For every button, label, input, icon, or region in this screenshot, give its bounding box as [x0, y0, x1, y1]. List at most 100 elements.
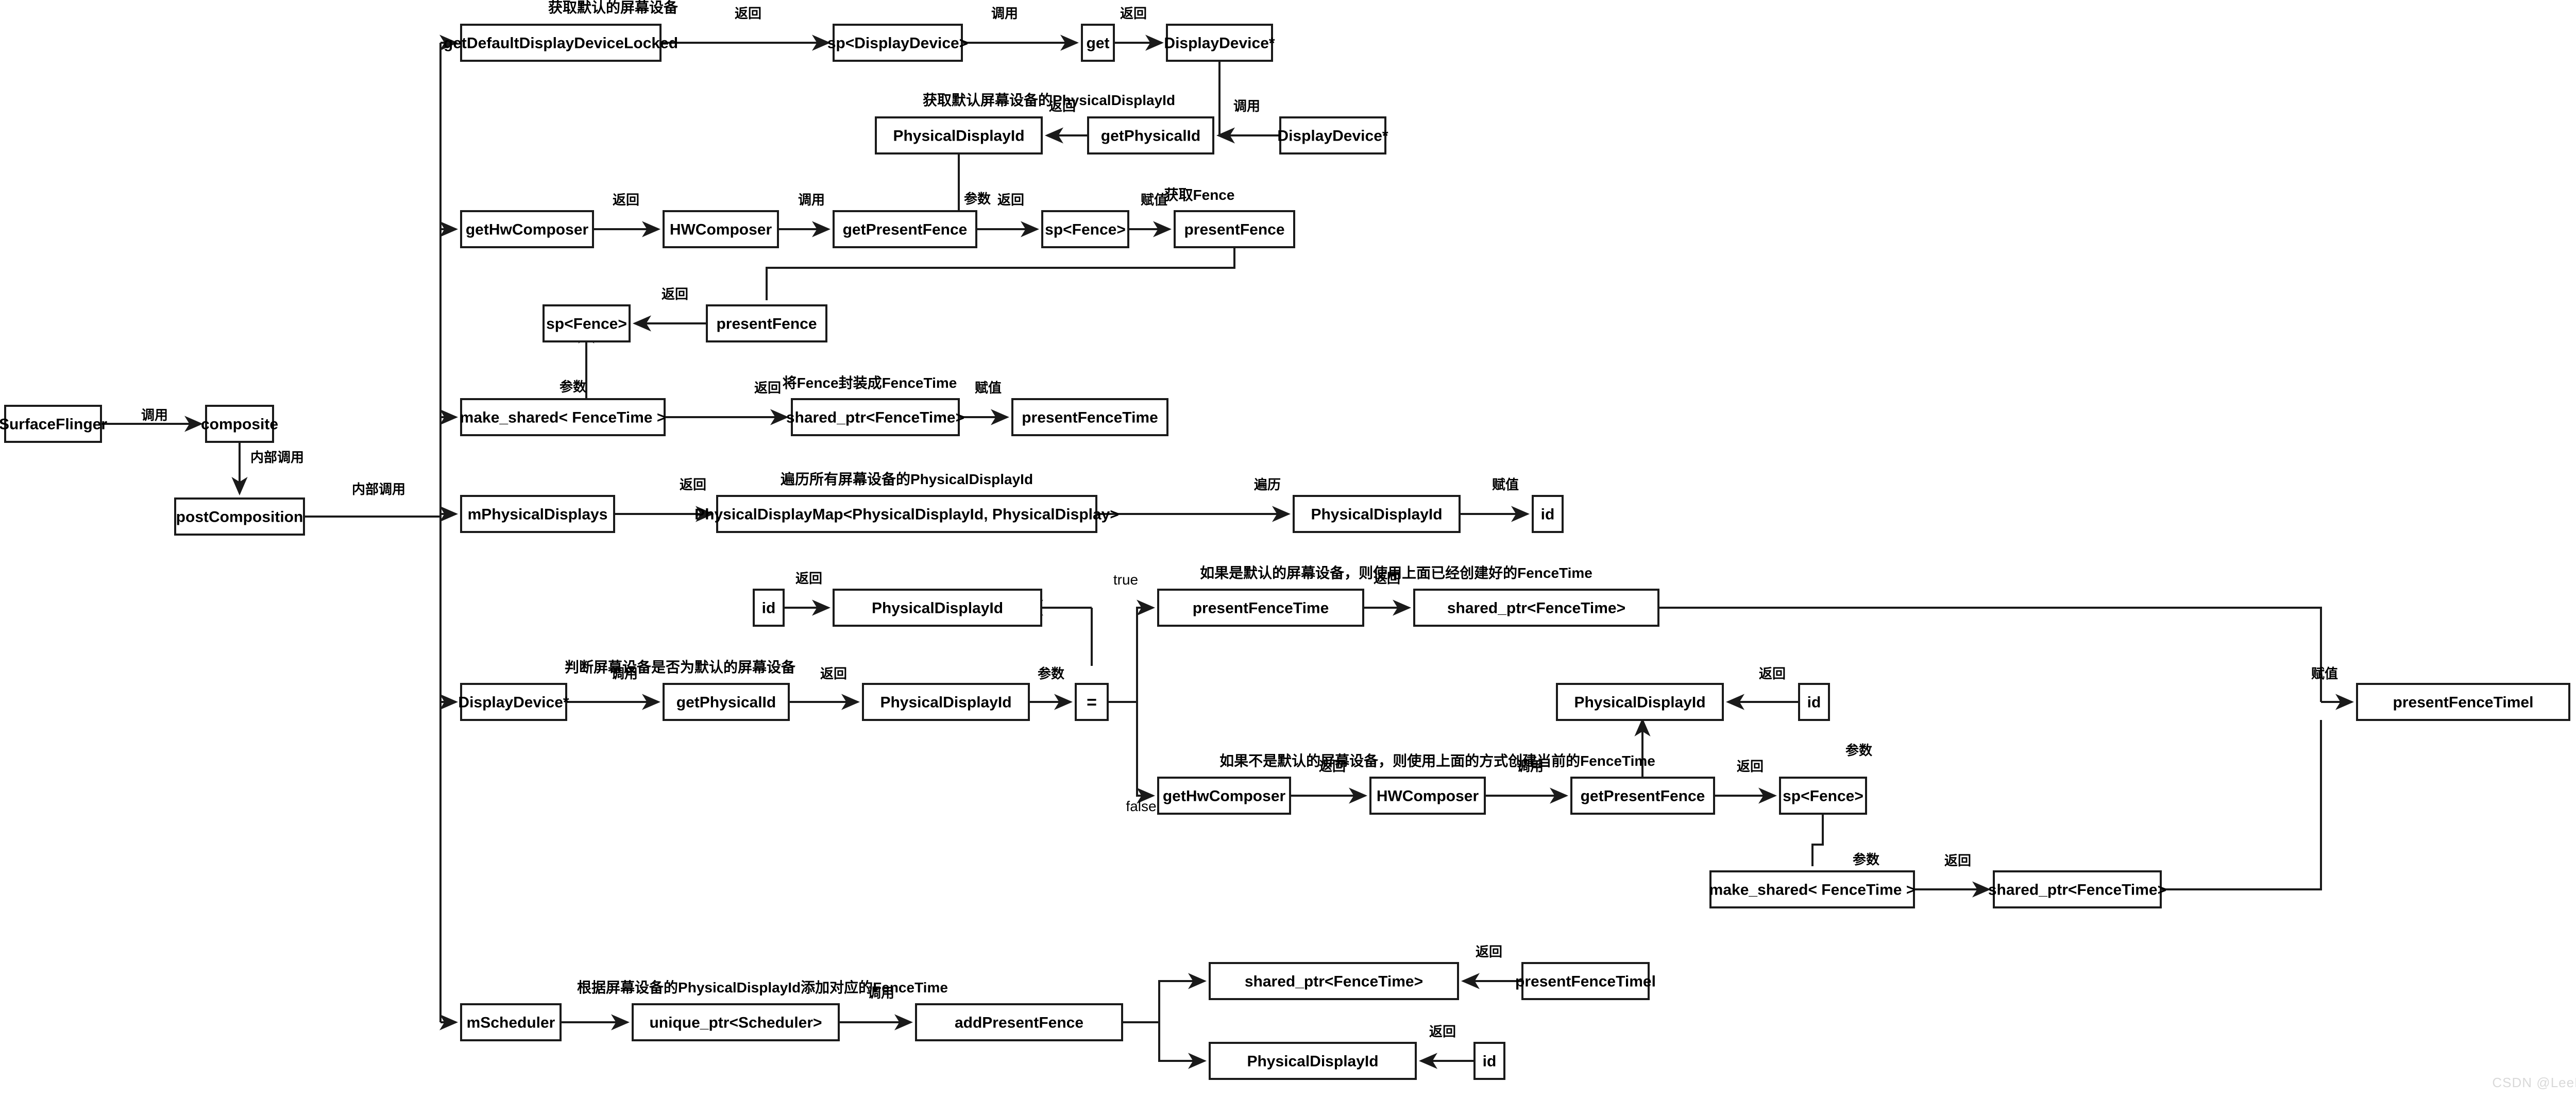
node-label: PhysicalDisplayId — [1574, 694, 1705, 711]
node-label: PhysicalDisplayId — [1311, 506, 1442, 523]
node-id-3[interactable]: id — [1798, 683, 1830, 721]
node-sp-fence-2[interactable]: sp<Fence> — [543, 304, 631, 342]
connector-e-branch-true — [1136, 599, 1155, 702]
node-label: id — [1483, 1053, 1497, 1070]
node-sp-fence-3[interactable]: sp<Fence> — [1779, 777, 1867, 815]
node-label: shared_ptr<FenceTime> — [1447, 600, 1625, 617]
edge-label-l-16: 内部调用 — [352, 482, 405, 497]
node-shared-ptr-4[interactable]: shared_ptr<FenceTime> — [1209, 962, 1459, 1000]
node-label: PhysicalDisplayMap<PhysicalDisplayId, Ph… — [694, 506, 1119, 523]
node-box — [1556, 683, 1724, 721]
node-box — [1532, 495, 1564, 533]
node-physicaldisplayid-6[interactable]: PhysicalDisplayId — [1209, 1042, 1417, 1080]
edge-label-l-10: 赋值 — [1141, 192, 1167, 208]
edge-label-l-21: 返回 — [795, 571, 822, 586]
node-displaydevice-2[interactable]: DisplayDevice* — [1277, 116, 1388, 154]
node-box — [1473, 1042, 1505, 1080]
node-label: sp<Fence> — [1783, 788, 1863, 805]
node-box — [706, 304, 827, 342]
node-getdefaultdisplaydevicelocked[interactable]: getDefaultDisplayDeviceLocked — [444, 24, 678, 62]
node-mscheduler[interactable]: mScheduler — [460, 1003, 562, 1041]
node-presentfence-1[interactable]: presentFence — [1174, 210, 1295, 248]
node-box — [791, 398, 960, 436]
node-box — [1081, 24, 1115, 62]
node-gethwcomposer-2[interactable]: getHwComposer — [1157, 777, 1291, 815]
node-box — [1279, 116, 1386, 154]
node-equals[interactable]: = — [1075, 683, 1109, 721]
node-physicaldisplayid-3[interactable]: PhysicalDisplayId — [833, 589, 1042, 627]
node-box — [1798, 683, 1830, 721]
node-physicaldisplayid-4[interactable]: PhysicalDisplayId — [862, 683, 1030, 721]
edge-label-l-2: 调用 — [991, 6, 1018, 21]
node-label: get — [1087, 35, 1110, 52]
node-sp-fence-1[interactable]: sp<Fence> — [1041, 210, 1129, 248]
node-shared-ptr-2[interactable]: shared_ptr<FenceTime> — [1413, 589, 1659, 627]
node-sp-displaydevice[interactable]: sp<DisplayDevice> — [827, 24, 969, 62]
edge-label-layer: 获取默认的屏幕设备返回调用返回获取默认屏幕设备的PhysicalDisplayI… — [141, 0, 2338, 1039]
node-box — [1075, 683, 1109, 721]
node-id-1[interactable]: id — [1532, 495, 1564, 533]
node-label: sp<DisplayDevice> — [827, 35, 969, 52]
node-getphysicalid-1[interactable]: getPhysicalId — [1087, 116, 1214, 154]
edge-label-l-23: 返回 — [1374, 571, 1400, 586]
node-getphysicalid-2[interactable]: getPhysicalId — [663, 683, 790, 721]
node-presentfencetime-2[interactable]: presentFenceTime — [1157, 589, 1364, 627]
node-hwcomposer-1[interactable]: HWComposer — [663, 210, 779, 248]
node-make-shared-1[interactable]: make_shared< FenceTime > — [460, 398, 666, 436]
node-surfaceflinger[interactable]: SurfaceFlinger — [0, 405, 107, 443]
edge-label-l-18: 返回 — [680, 477, 706, 492]
node-label: PhysicalDisplayId — [893, 128, 1024, 145]
node-box — [1011, 398, 1168, 436]
node-get[interactable]: get — [1081, 24, 1115, 62]
node-presentfencetime-1[interactable]: presentFenceTime — [1011, 398, 1168, 436]
edge-label-l-24: 调用 — [611, 666, 638, 681]
node-box — [1209, 1042, 1417, 1080]
node-mphysicaldisplays[interactable]: mPhysicalDisplays — [460, 495, 615, 533]
node-composite[interactable]: composite — [201, 405, 278, 443]
connector-e-r11-split2 — [1158, 1022, 1207, 1069]
node-getpresentfence-2[interactable]: getPresentFence — [1570, 777, 1715, 815]
node-getpresentfence-1[interactable]: getPresentFence — [833, 210, 977, 248]
node-box — [1779, 777, 1867, 815]
node-hwcomposer-2[interactable]: HWComposer — [1369, 777, 1486, 815]
node-physicaldisplayid-2[interactable]: PhysicalDisplayId — [1293, 495, 1461, 533]
node-displaydevice-3[interactable]: DisplayDevice* — [458, 683, 569, 721]
node-label: DisplayDevice* — [1277, 128, 1388, 145]
node-id-2[interactable]: id — [753, 589, 785, 627]
node-presentfencetimel-1[interactable]: presentFenceTimel — [2356, 683, 2570, 721]
node-id-4[interactable]: id — [1473, 1042, 1505, 1080]
node-postcomposition[interactable]: postComposition — [174, 497, 305, 536]
node-box — [753, 589, 785, 627]
node-physicaldisplayid-5[interactable]: PhysicalDisplayId — [1556, 683, 1724, 721]
node-addpresentfence[interactable]: addPresentFence — [915, 1003, 1123, 1041]
node-box — [1293, 495, 1461, 533]
node-label: getPhysicalId — [676, 694, 776, 711]
node-label: presentFence — [1184, 221, 1284, 238]
node-box — [1209, 962, 1459, 1000]
node-label: unique_ptr<Scheduler> — [649, 1015, 822, 1032]
edge-label-l-note-8: 如果不是默认的屏幕设备，则使用上面的方式创建当前的FenceTime — [1219, 752, 1655, 769]
node-box — [862, 683, 1030, 721]
node-displaydevice-1[interactable]: DisplayDevice* — [1164, 24, 1275, 62]
node-gethwcomposer-1[interactable]: getHwComposer — [460, 210, 594, 248]
node-unique-ptr-scheduler[interactable]: unique_ptr<Scheduler> — [632, 1003, 840, 1041]
edge-label-l-note-2: 获取默认屏幕设备的PhysicalDisplayId — [923, 92, 1175, 108]
node-physicaldisplaymap[interactable]: PhysicalDisplayMap<PhysicalDisplayId, Ph… — [694, 495, 1119, 533]
edge-label-l-37: 返回 — [1476, 944, 1502, 959]
node-label: PhysicalDisplayId — [872, 600, 1003, 617]
node-presentfence-2[interactable]: presentFence — [706, 304, 827, 342]
node-make-shared-2[interactable]: make_shared< FenceTime > — [1709, 870, 1916, 908]
node-label: presentFenceTime — [1022, 409, 1158, 426]
edge-label-l-28: 赋值 — [2311, 666, 2338, 681]
node-label: id — [1541, 506, 1555, 523]
node-shared-ptr-1[interactable]: shared_ptr<FenceTime> — [786, 398, 964, 436]
edge-label-l-25: 返回 — [820, 666, 847, 681]
node-presentfencetimel-2[interactable]: presentFenceTimel — [1515, 962, 1656, 1000]
node-physicaldisplayid-1[interactable]: PhysicalDisplayId — [875, 116, 1043, 154]
edge-label-l-7: 返回 — [613, 192, 639, 208]
edge-label-l-26: 参数 — [1038, 666, 1065, 681]
node-box — [1369, 777, 1486, 815]
node-shared-ptr-3[interactable]: shared_ptr<FenceTime> — [1988, 870, 2166, 908]
node-label: presentFence — [716, 316, 817, 333]
node-box — [1041, 210, 1129, 248]
